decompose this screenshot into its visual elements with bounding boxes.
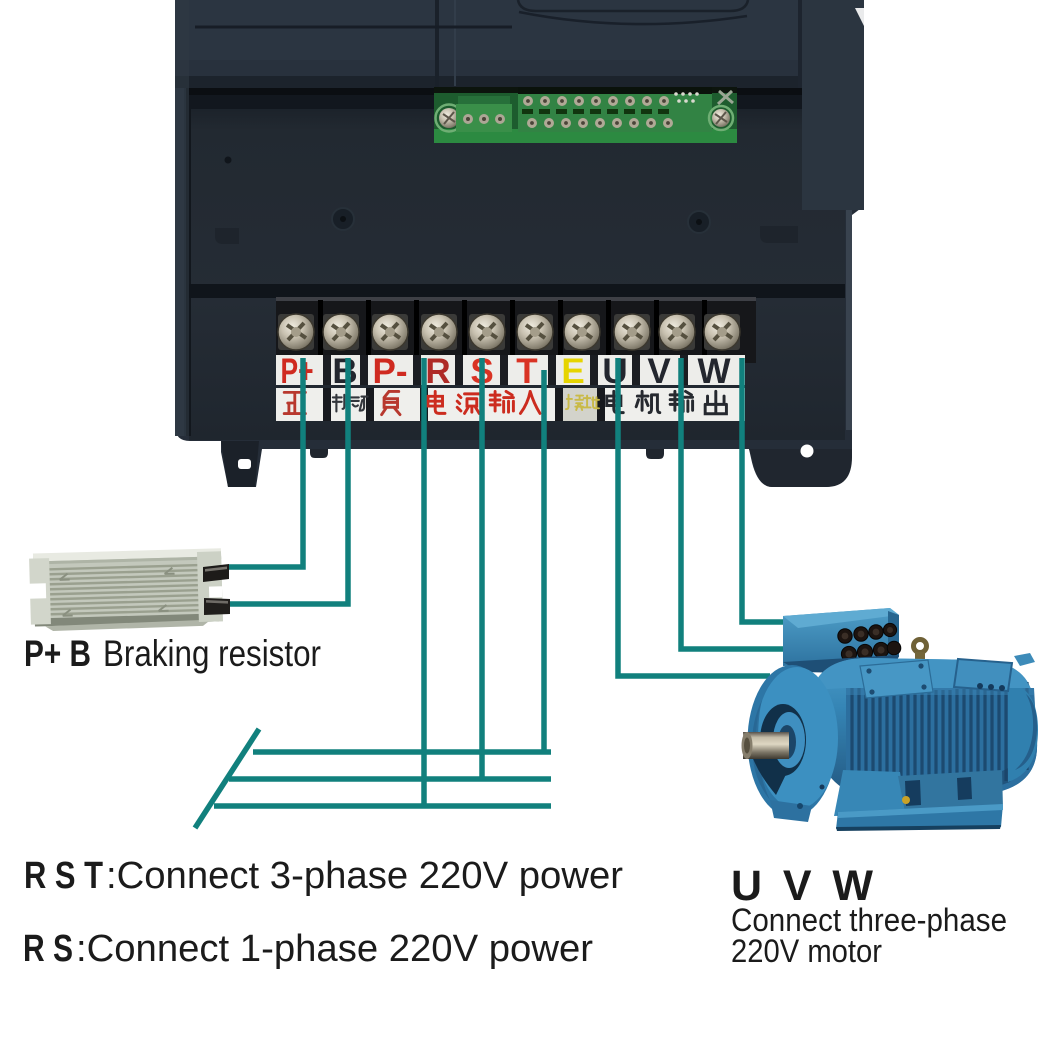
- svg-text::Connect 1-phase 220V power: :Connect 1-phase 220V power: [76, 928, 593, 970]
- svg-text:T: T: [516, 352, 537, 391]
- svg-text:P-: P-: [373, 352, 408, 391]
- svg-text:E: E: [561, 352, 584, 391]
- svg-text:U V W: U V W: [731, 862, 873, 910]
- svg-text:P+ B: P+ B: [24, 633, 91, 674]
- svg-text:R S: R S: [23, 928, 73, 970]
- svg-text:B: B: [332, 352, 357, 391]
- svg-text:R S T: R S T: [24, 855, 103, 897]
- svg-text:V: V: [647, 352, 671, 391]
- svg-text:Connect three-phase: Connect three-phase: [731, 902, 1007, 938]
- svg-text::Connect 3-phase 220V power: :Connect 3-phase 220V power: [106, 855, 623, 897]
- svg-text:R: R: [425, 352, 450, 391]
- svg-text:W: W: [697, 352, 730, 391]
- svg-text:Braking resistor: Braking resistor: [103, 633, 321, 674]
- svg-text:U: U: [602, 352, 627, 391]
- svg-text:220V motor: 220V motor: [731, 933, 882, 969]
- svg-text:P+: P+: [281, 352, 314, 391]
